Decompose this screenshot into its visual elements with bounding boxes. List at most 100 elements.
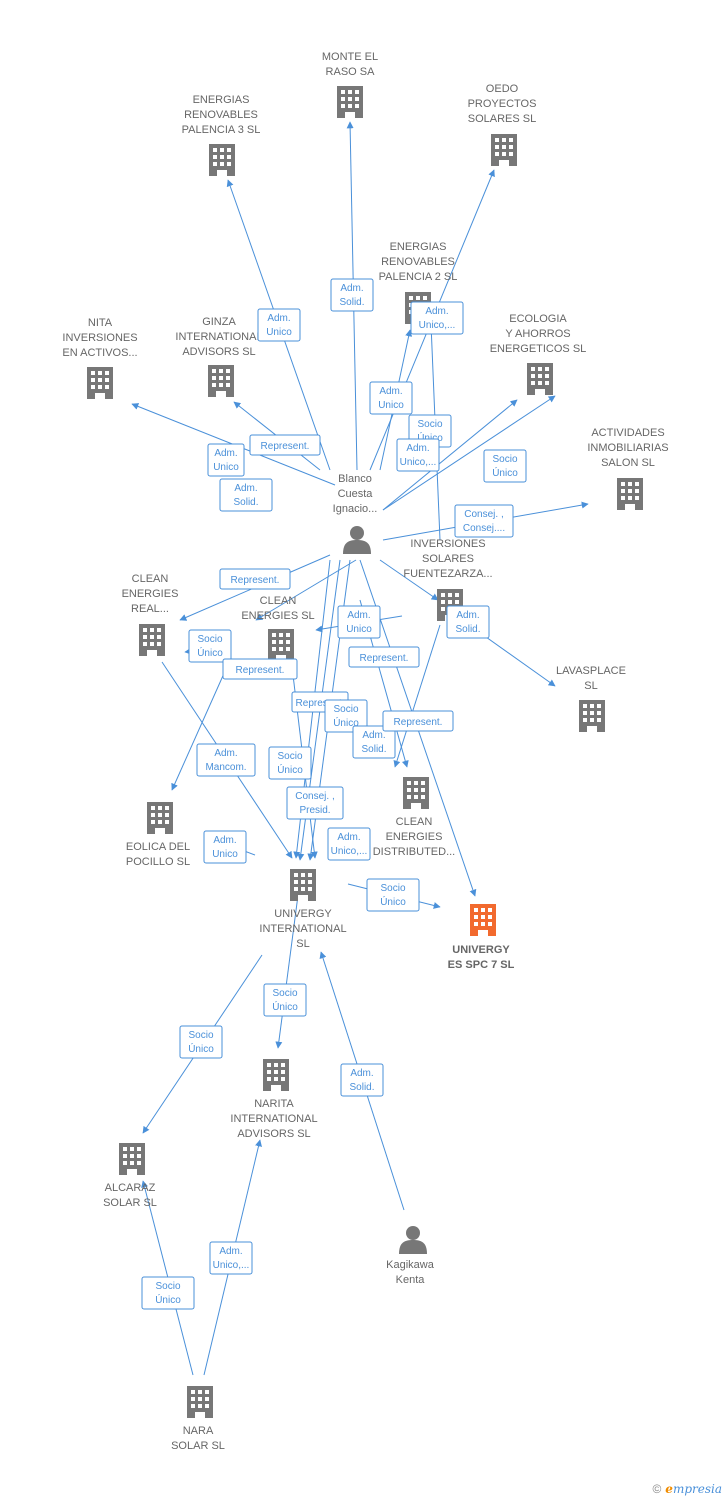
relation-text: Adm. xyxy=(214,448,237,459)
node-label: INTERNATIONAL xyxy=(259,923,346,935)
node-alcaraz[interactable]: ALCARAZ SOLAR SL xyxy=(103,1143,157,1209)
relation-label-5[interactable]: Adm.Unico xyxy=(207,443,245,477)
relation-text: Solid. xyxy=(233,497,258,508)
relation-text: Adm. xyxy=(456,610,479,621)
relation-text: Único xyxy=(197,646,223,659)
node-label: UNIVERGY xyxy=(274,908,332,920)
relation-label-11[interactable]: Represent. xyxy=(219,568,291,590)
node-cleanreal[interactable]: CLEANENERGIESREAL... xyxy=(122,573,179,656)
relation-label-19[interactable]: Adm.Solid. xyxy=(352,725,396,759)
edge-20 xyxy=(393,624,441,768)
relation-label-16[interactable]: Represent. xyxy=(222,658,298,680)
relation-label-15[interactable]: Represent. xyxy=(348,646,420,668)
relation-text: Socio xyxy=(155,1281,180,1292)
relation-label-13[interactable]: Adm.Solid. xyxy=(446,605,490,639)
copyright-symbol: © xyxy=(652,1482,662,1496)
node-label: INVERSIONES xyxy=(62,332,137,344)
relation-label-29[interactable]: Adm.Solid. xyxy=(340,1063,384,1097)
relation-box xyxy=(366,878,420,912)
relation-label-0[interactable]: Adm.Unico xyxy=(257,308,301,342)
building-icon xyxy=(491,134,517,166)
node-label: RASO SA xyxy=(326,66,376,78)
relation-label-12[interactable]: Adm.Unico xyxy=(337,605,381,639)
node-inversiones[interactable]: INVERSIONESSOLARESFUENTEZARZA... xyxy=(403,538,493,621)
relation-label-23[interactable]: Consej. , Presid. xyxy=(286,786,344,820)
relation-label-24[interactable]: Adm.Unico xyxy=(203,830,247,864)
relation-label-7[interactable]: Represent. xyxy=(249,434,321,456)
node-label: ADVISORS SL xyxy=(182,346,255,358)
relation-text: Mancom. xyxy=(205,762,246,773)
node-label: CLEAN xyxy=(260,595,297,607)
edge-27 xyxy=(275,879,301,1049)
relation-box xyxy=(268,746,312,780)
relation-label-26[interactable]: Adm.Unico,... xyxy=(327,827,371,861)
relation-text: Presid. xyxy=(299,805,330,816)
node-cleandist[interactable]: CLEANENERGIESDISTRIBUTED... xyxy=(373,777,456,858)
relation-label-9[interactable]: Adm.Unico,... xyxy=(396,438,440,472)
relation-box xyxy=(396,438,440,472)
relation-text: Unico xyxy=(266,327,292,338)
relation-box xyxy=(352,725,396,759)
relation-text: Solid. xyxy=(361,744,386,755)
building-icon xyxy=(187,1386,213,1418)
relation-box xyxy=(454,504,514,538)
node-label: PALENCIA 2 SL xyxy=(379,271,458,283)
building-icon xyxy=(527,363,553,395)
node-label: Kenta xyxy=(396,1274,426,1286)
relation-label-2[interactable]: Adm.Unico,... xyxy=(410,301,464,335)
node-label: ALCARAZ xyxy=(105,1182,156,1194)
building-icon xyxy=(147,802,173,834)
relation-box xyxy=(179,1025,223,1059)
relation-text: Consej.... xyxy=(463,523,505,534)
node-label: SOLAR SL xyxy=(103,1197,157,1209)
footer-brand[interactable]: ©empresia xyxy=(652,1482,722,1496)
relation-label-1[interactable]: Adm.Solid. xyxy=(330,278,374,312)
relation-text: Socio xyxy=(380,883,405,894)
node-label: UNIVERGY xyxy=(452,944,510,956)
node-label: ADVISORS SL xyxy=(237,1128,310,1140)
edge-13 xyxy=(379,559,439,601)
relation-label-8[interactable]: Adm.Solid. xyxy=(219,478,273,512)
relation-text: Consej. , xyxy=(295,791,334,802)
node-label: Kagikawa xyxy=(386,1259,435,1271)
relation-label-20[interactable]: Represent. xyxy=(382,710,454,732)
relation-label-31[interactable]: Adm.Unico,... xyxy=(209,1241,253,1275)
relation-box xyxy=(188,629,232,663)
relation-text: Represent. xyxy=(261,441,310,452)
relation-label-10[interactable]: Consej. ,Consej.... xyxy=(454,504,514,538)
relation-text: Único xyxy=(492,466,518,479)
relation-text: Único xyxy=(277,763,303,776)
node-blanco[interactable]: BlancoCuestaIgnacio... xyxy=(333,473,378,554)
relation-text: Solid. xyxy=(349,1082,374,1093)
node-label: ENERGIAS xyxy=(193,94,250,106)
person-icon xyxy=(399,1226,427,1254)
relation-label-3[interactable]: Adm.Unico xyxy=(369,381,413,415)
relation-label-21[interactable]: Adm.Mancom. xyxy=(196,743,256,777)
relation-box xyxy=(330,278,374,312)
